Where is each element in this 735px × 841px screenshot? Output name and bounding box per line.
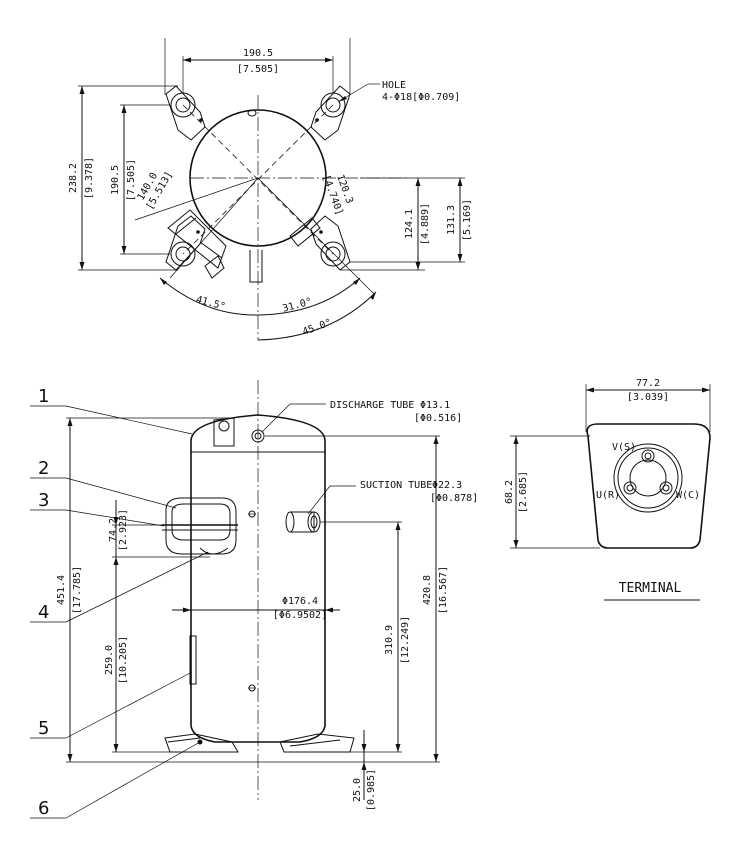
terminal-height-dim: 74.2: [108, 518, 119, 542]
angle-3: 45.0°: [301, 317, 333, 338]
top-width-dim-in: [7.505]: [237, 64, 279, 75]
top-height2-dim-in: [7.505]: [126, 159, 137, 201]
callout-3: 3: [38, 490, 49, 511]
terminal-height-dim-in: [2.923]: [118, 509, 129, 551]
callout-4: 4: [38, 602, 49, 623]
base-height-dim-in: [0.985]: [366, 769, 377, 811]
pin-v-label: V(S): [612, 442, 636, 453]
suction-tube-dia-in: [Φ0.878]: [430, 493, 478, 504]
pin-v: [641, 449, 655, 463]
base-height-dim: 25.0: [352, 778, 363, 802]
discharge-tube: [251, 429, 265, 443]
hole-spec: 4-Φ18[Φ0.709]: [382, 92, 460, 103]
discharge-tube-dia-in: [Φ0.516]: [414, 413, 462, 424]
mounting-foot-top-left: [165, 85, 206, 141]
pin-u-label: U(R): [596, 490, 620, 501]
total-height-dim: 451.4: [56, 575, 67, 605]
terminal-title: TERMINAL: [619, 581, 682, 596]
body-diameter-dim: Φ176.4: [282, 596, 318, 607]
terminal-width-dim-in: [3.039]: [627, 392, 669, 403]
callouts: 1 2 3 4 5 6: [30, 386, 209, 819]
top-right2-dim: 131.3: [446, 205, 457, 235]
top-width-dim: 190.5: [243, 48, 273, 59]
top-height-dim: 238.2: [68, 163, 79, 193]
discharge-height-dim-in: [16.567]: [438, 566, 449, 614]
top-height-dim-in: [9.378]: [84, 157, 95, 199]
lower-height-dim-in: [10.205]: [118, 636, 129, 684]
top-right2-dim-in: [5.169]: [462, 199, 473, 241]
mounting-foot-top-right: [310, 85, 351, 141]
terminal-height-dim-in: [2.685]: [518, 471, 529, 513]
terminal-width-dim: 77.2: [636, 378, 660, 389]
suction-height-dim-in: [12.249]: [400, 616, 411, 664]
suction-tube-label: SUCTION TUBE: [360, 480, 432, 491]
hole-label: HOLE: [382, 80, 406, 91]
callout-5: 5: [38, 718, 49, 739]
top-right1-dim-in: [4.889]: [420, 203, 431, 245]
callout-6: 6: [38, 798, 49, 819]
suction-tube-dia: Φ22.3: [432, 480, 462, 491]
lower-height-dim: 259.0: [104, 645, 115, 675]
total-height-dim-in: [17.785]: [72, 566, 83, 614]
suction-tube: [285, 511, 321, 533]
top-right1-dim: 124.1: [404, 209, 415, 239]
front-view: Φ176.4 [Φ6.9502] 451.4 [17.785] 74.2 [2.…: [56, 380, 478, 811]
callout-2: 2: [38, 458, 49, 479]
discharge-tube-dia: Φ13.1: [420, 400, 450, 411]
angle-1: 41.5°: [195, 294, 227, 312]
pin-w: [659, 481, 673, 495]
pin-u: [623, 481, 637, 495]
callout-1: 1: [38, 386, 49, 407]
terminal-box-outline: [586, 423, 711, 549]
terminal-view: V(S) U(R) W(C) 77.2 [3.039] 68.2 [2.685]…: [504, 378, 711, 601]
angle-2: 31.0°: [281, 296, 313, 314]
top-view: 190.5 [7.505] HOLE 4-Φ18[Φ0.709] 238.2 […: [68, 38, 473, 341]
mounting-foot-bottom-left: [165, 215, 206, 271]
suction-height-dim: 310.9: [384, 625, 395, 655]
discharge-height-dim: 420.8: [422, 575, 433, 605]
discharge-tube-label: DISCHARGE TUBE: [330, 400, 414, 411]
top-height2-dim: 190.5: [110, 165, 121, 195]
terminal-height-dim: 68.2: [504, 480, 515, 504]
pin-w-label: W(C): [676, 490, 700, 501]
body-diameter-dim-in: [Φ6.9502]: [273, 610, 327, 621]
